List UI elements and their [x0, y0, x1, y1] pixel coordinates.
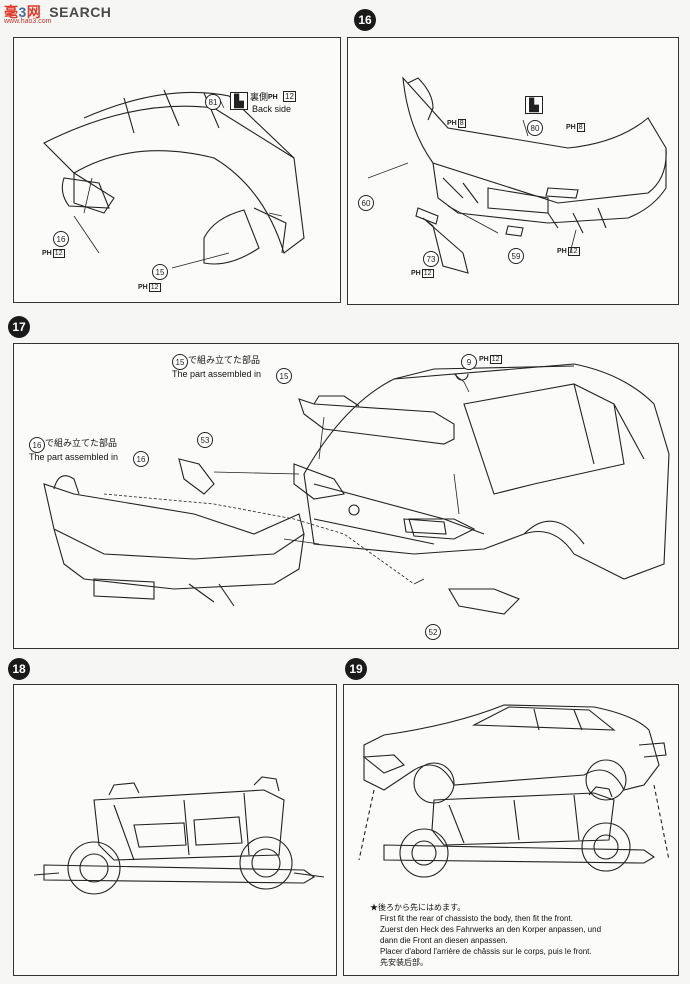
note-de-1: Zuerst den Heck des Fahrwerks an den Kor… — [380, 925, 602, 934]
note-cn: 先安装后部。 — [380, 958, 428, 967]
chassis-drawing — [33, 776, 325, 895]
step-16-badge: 16 — [354, 9, 376, 31]
watermark-url: www.hao3.com — [4, 18, 52, 25]
body-assembly-drawing — [43, 363, 670, 615]
part-number-52: 52 — [425, 624, 441, 640]
backside-en-label: Back side — [252, 104, 292, 114]
assembled15-en: The part assembled in — [172, 369, 262, 379]
ref-16-badge: 16 — [29, 437, 45, 453]
spoiler-drawing — [43, 89, 305, 269]
assembled16-en: The part assembled in — [29, 452, 119, 462]
panel-step-19: ★後ろから先にはめます。 First fit the rear of chass… — [343, 684, 679, 976]
part-number-60: 60 — [358, 195, 374, 211]
assembled16-jp: で組み立てた部品 — [45, 438, 118, 448]
ref-15-inline: 15 — [276, 368, 292, 384]
part-number-81: 81 — [205, 94, 221, 110]
paint-icon: ▙ — [525, 96, 543, 114]
final-assembly-drawing — [358, 704, 670, 878]
part-number-73: 73 — [423, 251, 439, 267]
backside-jp-label: 裏側 PH — [250, 92, 278, 102]
ref-16-inline: 16 — [133, 451, 149, 467]
note-de-2: dann die Front an diesen anpassen. — [380, 936, 508, 945]
bumper-drawing — [367, 76, 667, 274]
panel-step-18 — [13, 684, 337, 976]
note-fr: Placer d'abord l'arrière de châssis sur … — [380, 947, 592, 956]
step-19-badge: 19 — [345, 658, 367, 680]
ref-15-badge: 15 — [172, 354, 188, 370]
part-number-15: 15 — [152, 264, 168, 280]
ph12-a: 12 — [283, 91, 296, 102]
part-number-16: 16 — [53, 231, 69, 247]
note-jp: ★後ろから先にはめます。 — [370, 903, 466, 912]
note-en: First fit the rear of chassisto the body… — [380, 914, 573, 923]
step-18-badge: 18 — [8, 658, 30, 680]
paint-icon: ▙ — [230, 92, 248, 110]
part-number-9: 9 — [461, 354, 477, 370]
part-number-80: 80 — [527, 120, 543, 136]
panel-step-17: 15 で組み立てた部品 The part assembled in 15 9 P… — [13, 343, 679, 649]
part-number-53: 53 — [197, 432, 213, 448]
assembled15-jp: で組み立てた部品 — [188, 355, 261, 365]
part-number-59: 59 — [508, 248, 524, 264]
step-17-badge: 17 — [8, 316, 30, 338]
